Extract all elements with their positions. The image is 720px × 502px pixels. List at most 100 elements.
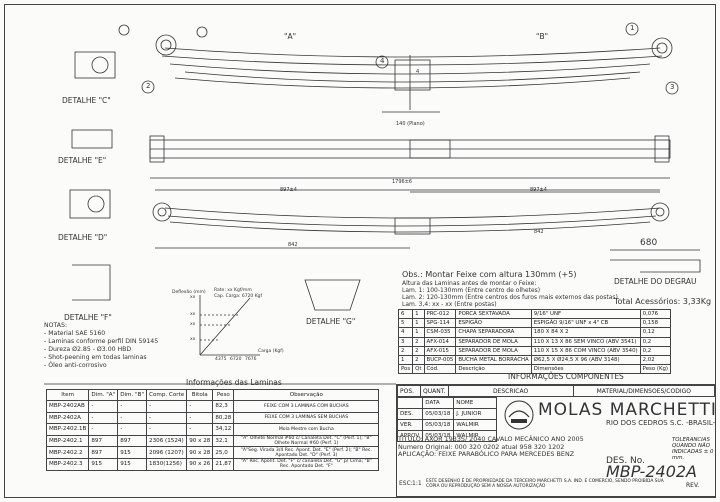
component-cell: 2,02 [639, 354, 672, 366]
component-cell: 0,12 [639, 327, 672, 338]
obs-line: Lam. 1: 100-130mm (Entre centro de olhet… [402, 287, 541, 294]
laminas-cell: - [88, 411, 119, 425]
detail-c-label: DETALHE "C" [62, 96, 111, 105]
revision-label: REV. [686, 482, 700, 489]
drawing-title: TITULO: AXOR 1933S/ 2040 CAVALO MECÂNICO… [398, 435, 584, 459]
view-b-label: "B" [536, 32, 549, 41]
detail-e-label: DETALHE "E" [58, 156, 107, 165]
note-line: - Shot-peening em todas laminas [44, 354, 147, 361]
laminas-cell: - [88, 400, 119, 413]
laminas-cell: 897 [88, 446, 119, 459]
laminas-cell: - [117, 411, 148, 425]
dim-4: 4 [416, 69, 420, 75]
component-header: Cód. [423, 364, 457, 375]
laminas-header: Item [45, 389, 90, 401]
component-cell: PRC-012 [423, 308, 457, 320]
component-cell: 4 [397, 327, 414, 338]
tb-nome-head: NOME [453, 397, 498, 409]
component-cell: 0,076 [639, 308, 672, 320]
component-cell: BUCHA METAL BORRACHA [455, 354, 532, 366]
tb-ver-date: 05/03/18 [422, 419, 455, 431]
title-line: TITULO: AXOR 1933S/ 2040 CAVALO MECÂNICO… [398, 435, 584, 443]
laminas-cell: 80,28 [212, 411, 235, 425]
component-cell: 6 [397, 308, 414, 320]
laminas-cell: - [88, 423, 119, 436]
chart-y-tick-1: xx [190, 312, 196, 317]
plano-dim: 140 (Plano) [396, 121, 425, 127]
component-header: Pos [397, 364, 414, 375]
laminas-cell: 90 x 28 [186, 434, 214, 448]
obs-headline: Obs.: Montar Feixe com altura 130mm (+5) [402, 270, 577, 279]
callout-1: 1 [630, 24, 635, 32]
component-cell: AFX-014 [423, 336, 457, 347]
laminas-cell: 32,1 [212, 434, 235, 448]
obs-line: Lam. 2: 120-130mm (Entre centros dos fur… [402, 294, 618, 301]
tb-ver: VER. [396, 419, 424, 431]
chart-xlabel: Carga (Kgf) [258, 349, 284, 354]
laminas-header: Comp. Corte [146, 389, 188, 401]
laminas-cell: 915 [88, 457, 119, 471]
title-block: POS. QUANT. DESCRICAO MATERIAL/DIMENSOES… [396, 384, 716, 497]
ownership-notice: ESTE DESENHO É DE PROPRIEDADE DA TERCEIR… [426, 479, 664, 489]
component-cell: 2 [397, 345, 414, 356]
component-cell: CHAPA SEPARADORA [455, 327, 532, 338]
component-cell: 2 [412, 345, 425, 356]
component-cell: ESPIGÃO 9/16" UNF x 4" CB [530, 318, 641, 329]
chart-x-tick-2: 7676 [245, 357, 257, 362]
eye-left [155, 34, 177, 56]
leaf-3 [169, 63, 651, 75]
company-logo-icon [504, 400, 534, 430]
component-cell: 1 [397, 354, 414, 366]
note-line: - Dureza Ø2.85 - Ø3.00 HBD [44, 346, 132, 353]
component-cell: 5 [397, 318, 414, 329]
leaf-4 [184, 71, 641, 83]
callout-2: 2 [146, 82, 151, 90]
component-cell: 1 [412, 308, 425, 320]
component-cell: 2 [412, 336, 425, 347]
notes: NOTAS: - Material SAE 5160 - Laminas con… [44, 322, 158, 370]
laminas-cell: "A" Rec. Apont. Det. "F" c/ canaleta Det… [233, 457, 380, 471]
laminas-cell: 25,0 [212, 446, 235, 459]
company-location: RIO DOS CEDROS S.C. -BRASIL- [606, 419, 716, 427]
tb-material: MATERIAL/DIMENSOES/CODIGO [572, 385, 716, 397]
components-title: INFORMAÇÕES COMPONENTES [508, 372, 624, 381]
eye-right [651, 37, 673, 59]
tb-des-name: J. JUNIOR [453, 408, 498, 420]
title-block-header: POS. QUANT. DESCRICAO MATERIAL/DIMENSOES… [397, 385, 716, 397]
component-cell: BUCP-005 [423, 354, 457, 366]
laminas-cell: MBP-2402AB [45, 400, 90, 413]
component-cell: Ø62,5 X Ø24,5 X 96 (ABV 3148) [530, 354, 641, 366]
dim-897-a: 897±4 [280, 187, 297, 193]
scale-value: 1:1 [412, 480, 422, 487]
note-line: - Óleo anti-corrosivo [44, 362, 107, 369]
dim-842-b: 842 [534, 229, 544, 235]
laminas-header: Dim. "B" [117, 389, 148, 401]
component-cell: 2 [412, 354, 425, 366]
component-cell: CSM-035 [423, 327, 457, 338]
laminas-cell: FEIXE COM 3 LAMINAS COM BUCHAS [233, 400, 380, 413]
component-cell: 110 X 15 X 86 COM VINCO (ABV 3540) [530, 345, 641, 356]
component-cell: 1 [412, 318, 425, 329]
tb-ver-name: WALMIR [453, 419, 498, 431]
laminas-cell: 1830(1256) [146, 457, 188, 471]
laminas-cell: MBP-2402A [45, 411, 90, 425]
laminas-cell: "A" Olhete Normal #60 c/ Canaleta Det. "… [233, 434, 380, 448]
chart-y-tick-0: xx [190, 295, 196, 300]
tb-aprov: APROV. [396, 430, 424, 442]
component-cell: 110 X 13 X 86 SEM VINCO (ABV 3541) [530, 336, 641, 347]
leaf-2 [161, 55, 663, 66]
total-accessories: Total Acessórios: 3,33Kg [614, 297, 712, 306]
detail-degrau-label: DETALHE DO DEGRAU [614, 277, 697, 286]
side-view-leaf [164, 207, 661, 219]
laminas-cell: 21,87 [212, 457, 235, 471]
tb-data-head: DATA [422, 397, 455, 409]
